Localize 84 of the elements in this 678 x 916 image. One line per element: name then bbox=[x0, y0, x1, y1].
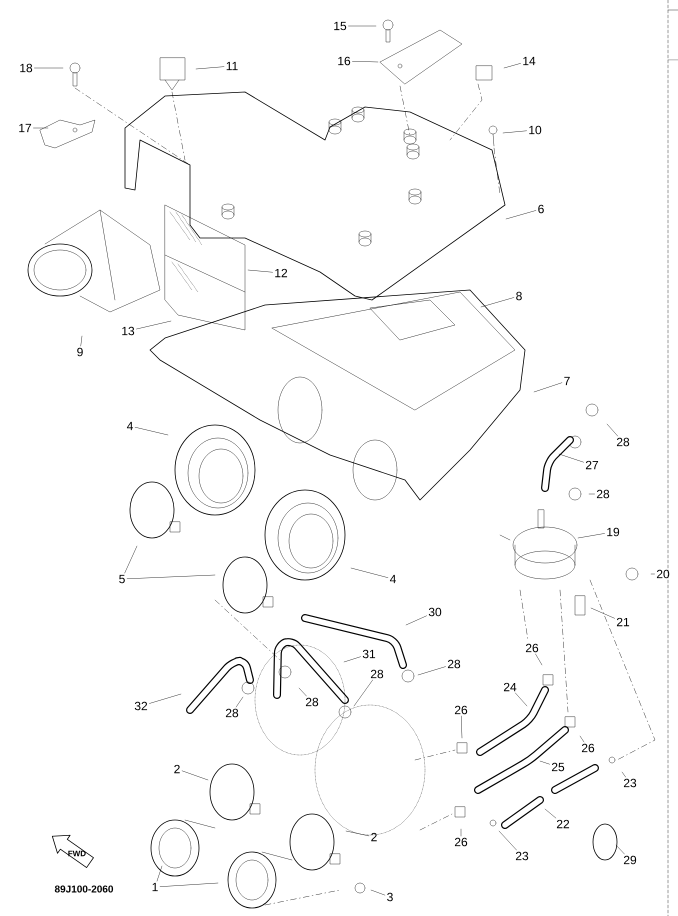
callout-number: 21 bbox=[616, 618, 630, 626]
leader-line bbox=[149, 694, 182, 704]
callout-number: 26 bbox=[454, 706, 468, 714]
callout-number: 32 bbox=[134, 702, 148, 710]
leader-line bbox=[606, 424, 618, 436]
callout-number: 23 bbox=[516, 852, 528, 860]
callout-number: 28 bbox=[306, 698, 318, 706]
leader-line bbox=[480, 297, 514, 308]
leader-line bbox=[298, 688, 307, 696]
leader-line bbox=[156, 866, 162, 882]
callout-number: 30 bbox=[428, 608, 442, 616]
callout-number: 4 bbox=[126, 422, 133, 430]
leader-line bbox=[578, 533, 605, 538]
leader-line bbox=[248, 270, 273, 272]
callout-number: 2 bbox=[174, 764, 180, 774]
callout-number: 14 bbox=[523, 56, 536, 66]
callout-number: 28 bbox=[448, 660, 460, 668]
leader-line bbox=[370, 890, 386, 896]
callout-number: 31 bbox=[362, 650, 376, 658]
callout-number: 26 bbox=[526, 644, 538, 652]
callout-number: 23 bbox=[624, 778, 636, 788]
callout-number: 25 bbox=[552, 762, 564, 772]
callout-number: 26 bbox=[454, 838, 468, 846]
callout-number: 15 bbox=[334, 22, 346, 30]
callout-number: 28 bbox=[616, 438, 630, 446]
leader-line bbox=[590, 608, 615, 619]
callout-number: 20 bbox=[656, 570, 670, 578]
leader-line bbox=[506, 210, 536, 220]
leader-line bbox=[498, 830, 517, 850]
leader-line bbox=[134, 427, 168, 436]
callout-number: 13 bbox=[122, 326, 134, 336]
leader-line bbox=[344, 656, 361, 662]
leader-line bbox=[502, 130, 527, 134]
leader-line bbox=[544, 808, 556, 818]
leader-line bbox=[535, 654, 542, 666]
part-number: 89J100-2060 bbox=[54, 885, 114, 893]
leader-line bbox=[236, 696, 244, 708]
callout-number: 28 bbox=[596, 490, 610, 498]
callout-number: 24 bbox=[504, 682, 516, 692]
leader-line bbox=[558, 454, 584, 462]
callout-number: 22 bbox=[556, 820, 570, 828]
leader-line bbox=[504, 63, 521, 68]
leader-line bbox=[460, 828, 462, 836]
callout-number: 6 bbox=[538, 204, 544, 214]
callout-number: 11 bbox=[226, 62, 238, 70]
leader-line bbox=[136, 320, 172, 330]
leader-line bbox=[80, 336, 82, 346]
callout-number: 17 bbox=[19, 124, 32, 132]
leader-line bbox=[182, 770, 208, 780]
callout-number: 3 bbox=[387, 892, 393, 902]
callout-number: 2 bbox=[371, 832, 377, 842]
callout-number: 12 bbox=[275, 268, 288, 278]
leader-line bbox=[622, 772, 626, 778]
callout-number: 28 bbox=[226, 708, 238, 718]
callout-number: 26 bbox=[582, 744, 594, 752]
leader-line bbox=[461, 716, 462, 738]
leader-line bbox=[515, 692, 528, 706]
leader-line bbox=[350, 568, 388, 578]
leader-line bbox=[196, 66, 224, 70]
leader-line bbox=[616, 844, 625, 854]
leader-line bbox=[124, 546, 138, 574]
callout-number: 29 bbox=[624, 856, 636, 864]
leader-line bbox=[352, 61, 378, 62]
callout-number: 8 bbox=[516, 292, 522, 300]
callout-number: 28 bbox=[370, 670, 384, 678]
callout-number: 18 bbox=[20, 64, 32, 72]
leader-line bbox=[346, 830, 370, 836]
callout-number: 10 bbox=[529, 126, 542, 134]
leader-line bbox=[354, 680, 373, 706]
leader-line bbox=[406, 616, 427, 626]
leader-line bbox=[160, 882, 218, 887]
callout-number: 7 bbox=[564, 376, 570, 386]
callout-number: 27 bbox=[586, 460, 598, 470]
callout-number: 4 bbox=[390, 574, 396, 584]
callout-number: 19 bbox=[607, 528, 620, 536]
leader-line bbox=[580, 736, 584, 742]
callout-number: 9 bbox=[77, 348, 83, 356]
leader-line bbox=[540, 760, 550, 764]
leader-line bbox=[418, 666, 446, 676]
callout-number: 16 bbox=[338, 56, 350, 66]
leader-line bbox=[126, 574, 216, 579]
callout-number: 5 bbox=[119, 574, 125, 584]
callout-number: 1 bbox=[152, 882, 158, 892]
leader-line bbox=[534, 382, 562, 392]
